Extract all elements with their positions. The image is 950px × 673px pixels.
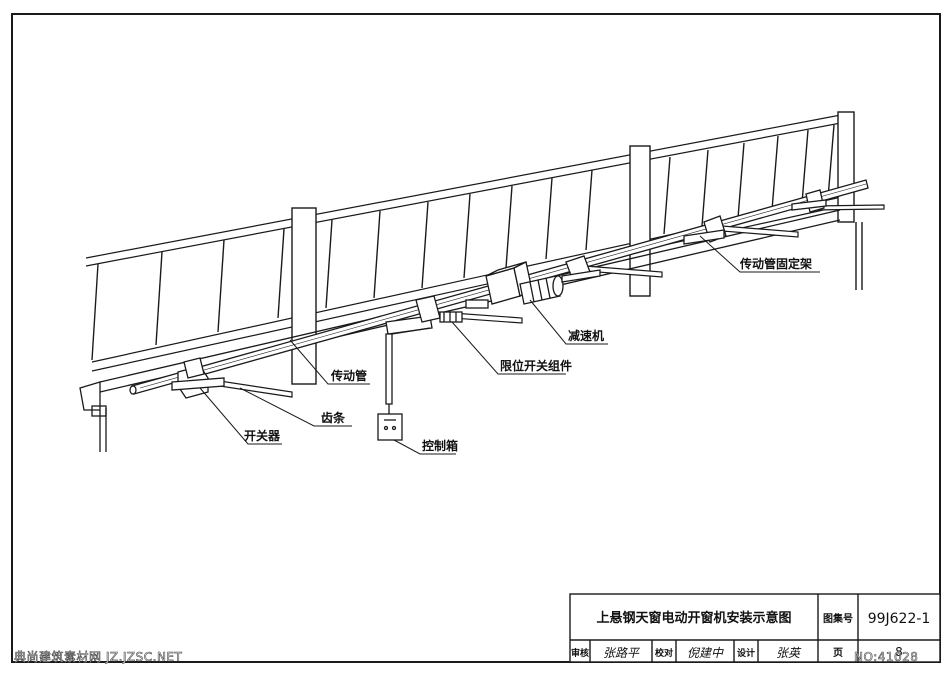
control-box [377, 327, 431, 441]
title-block [569, 593, 941, 663]
design-signature: 张英 [776, 646, 802, 660]
check-signature: 倪建中 [687, 646, 724, 660]
watermark-right: NO:41028 [854, 650, 918, 664]
switch-unit [171, 357, 225, 399]
label-switch: 开关器 [244, 428, 281, 443]
window-sash [85, 113, 847, 372]
label-tube-bracket: 传动管固定架 [739, 256, 812, 271]
review-label: 审核 [571, 647, 589, 659]
label-control-box: 控制箱 [422, 438, 458, 453]
reducer-motor [465, 261, 564, 309]
design-label: 设计 [737, 647, 755, 659]
atlas-no-label: 图集号 [823, 612, 853, 625]
page-label: 页 [833, 647, 843, 659]
tube-brackets [561, 189, 827, 283]
label-reducer: 减速机 [568, 328, 604, 343]
drawing-frame [11, 13, 941, 663]
watermark-left: 典尚建筑素材网 JZ.JZSC.NET [14, 649, 183, 664]
leader-lines [199, 235, 820, 455]
support-posts [291, 111, 863, 385]
review-signature: 张路平 [603, 646, 641, 660]
label-transmission-tube: 传动管 [330, 368, 367, 383]
label-limit-switch-assembly: 限位开关组件 [500, 358, 572, 373]
page-number: 8 [895, 645, 903, 659]
atlas-no: 99J622-1 [868, 611, 931, 627]
check-label: 校对 [655, 647, 673, 659]
title-text: 上悬钢天窗电动开窗机安装示意图 [596, 610, 791, 626]
label-rack: 齿条 [321, 410, 346, 425]
